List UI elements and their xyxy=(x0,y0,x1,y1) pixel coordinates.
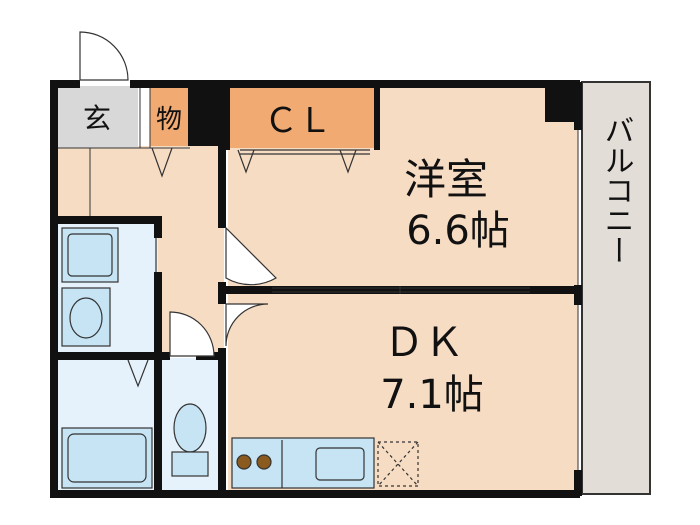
dk-name: ＤＫ xyxy=(384,320,464,366)
storage-door xyxy=(151,147,173,178)
western-room-size: 6.6帖 xyxy=(406,208,510,254)
wall-bottom xyxy=(50,490,580,498)
closet-door-left xyxy=(237,149,255,174)
sink-icon xyxy=(315,447,365,481)
toilet-icon xyxy=(171,403,209,477)
wall-wash-right-2 xyxy=(154,272,162,356)
wall-bath-top xyxy=(50,352,170,360)
storage-floor xyxy=(150,86,188,146)
entrance-label: 玄 xyxy=(83,102,111,135)
wall-top-left xyxy=(50,80,80,88)
stove-burner-icon xyxy=(256,454,272,470)
closet-label: ＣＬ xyxy=(264,101,332,141)
bath-door xyxy=(127,359,149,388)
dk-door xyxy=(225,303,269,347)
wall-wash-top xyxy=(50,216,162,224)
wall-right-mid xyxy=(574,285,582,305)
room-labels: 玄 物 ＣＬ 洋室 6.6帖 ＤＫ 7.1帖 バルコニー xyxy=(83,101,634,418)
western-room-door xyxy=(225,226,277,286)
toilet-door xyxy=(169,311,215,357)
western-room-name: 洋室 xyxy=(404,155,488,204)
column-storage xyxy=(188,84,222,146)
wall-bath-right xyxy=(154,352,162,494)
light-lines xyxy=(58,88,583,470)
dk-size: 7.1帖 xyxy=(380,372,484,418)
wall-closet-left xyxy=(222,84,230,150)
wall-top-right xyxy=(130,80,580,88)
wall-left xyxy=(50,80,58,496)
refrigerator-space-icon xyxy=(377,441,419,487)
closet-floor xyxy=(228,86,376,148)
balcony-label: バルコニー xyxy=(599,115,634,265)
wall-wash-right xyxy=(154,216,162,238)
entrance-floor xyxy=(56,86,138,148)
stove-burner-icon xyxy=(236,454,252,470)
closet-door-right xyxy=(339,149,357,174)
balcony-area xyxy=(581,81,651,495)
wall-inner-vertical-3 xyxy=(218,348,226,494)
front-door xyxy=(79,31,129,81)
wall-inner-vertical xyxy=(218,146,226,228)
fixtures xyxy=(61,227,419,489)
column-corner xyxy=(545,84,581,122)
storage-label: 物 xyxy=(156,105,182,135)
balcony xyxy=(581,81,651,495)
wall-closet-right xyxy=(374,84,380,150)
wall-right-bottom xyxy=(574,470,582,496)
doors xyxy=(79,31,370,388)
